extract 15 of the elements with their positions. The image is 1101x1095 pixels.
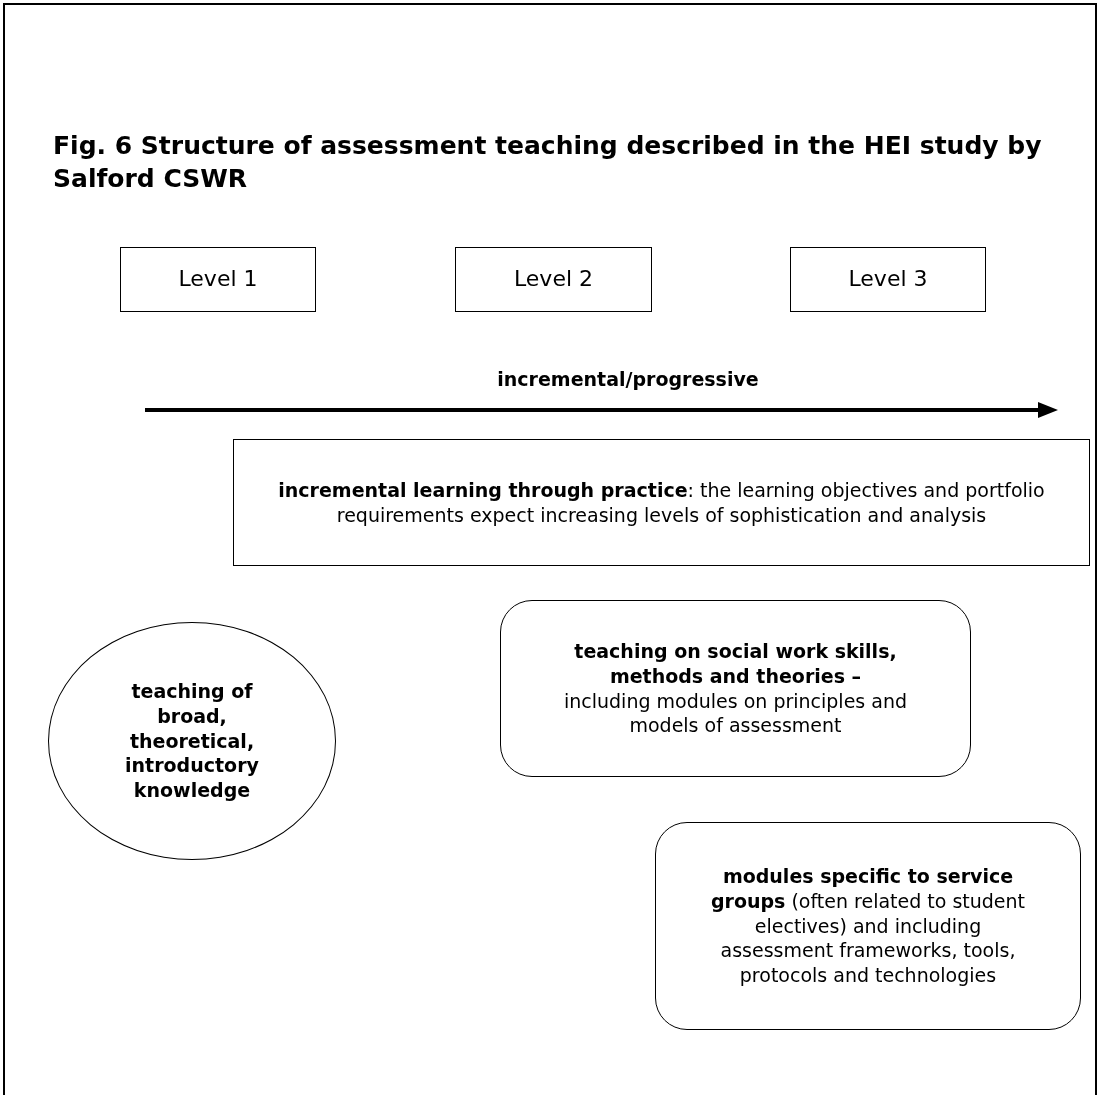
box-text: modules specific to service groups (often related to student electives) and including assessment frameworks, tools, protocols and technologies — [709, 864, 1027, 988]
text-box — [790, 247, 986, 312]
box-heading: teaching of broad, theoretical, introductory knowledge — [124, 679, 260, 803]
box-text: incremental learning through practice: the learning objectives and portfolio requirements expect increasing levels of sophistication and analysis — [277, 477, 1046, 528]
box-text: including modules on principles and models of assessment — [562, 688, 909, 738]
text-box — [120, 247, 316, 312]
rounded-box — [500, 600, 971, 777]
box-text: Level 1 — [178, 265, 258, 294]
box-text: Level 3 — [848, 265, 928, 294]
text-box — [455, 247, 652, 312]
box-text: Level 2 — [513, 265, 594, 294]
arrow-label: incremental/progressive — [496, 368, 760, 390]
text-box — [233, 439, 1090, 566]
rounded-box — [655, 822, 1081, 1030]
figure-title: Fig. 6 Structure of assessment teaching described in the HEI study by Salford CSWR — [53, 130, 1043, 195]
